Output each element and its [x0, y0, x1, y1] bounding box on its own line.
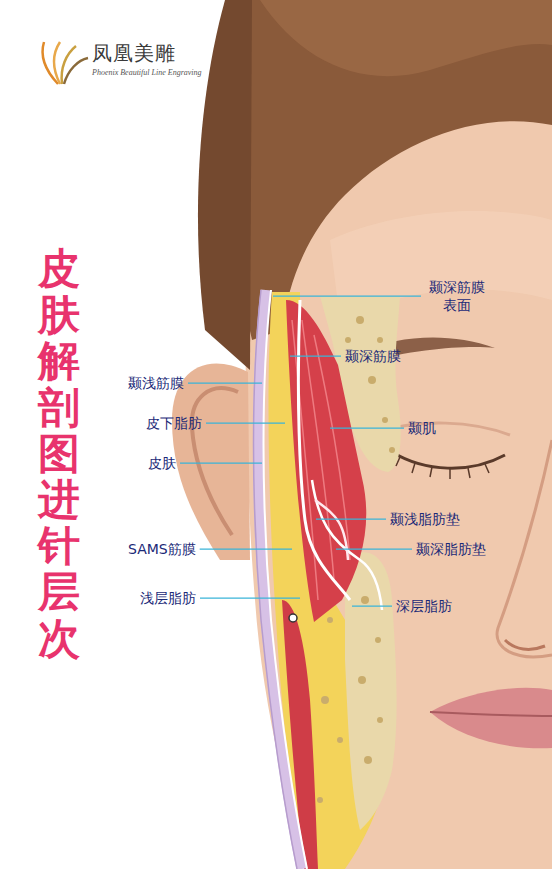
leader-line	[200, 597, 300, 598]
leader-line	[200, 548, 292, 549]
vertical-title: 皮肤解剖图进针层次	[38, 246, 80, 662]
leader-line	[206, 422, 285, 423]
part-label: 颞深筋膜	[345, 347, 401, 365]
part-label: 颞浅脂肪垫	[390, 510, 460, 528]
logo-text: Phoenix Beautiful Line Engraving	[92, 68, 202, 78]
part-label: 颞深筋膜 表面	[425, 278, 489, 314]
leader-line	[336, 548, 412, 549]
leader-line	[330, 427, 404, 428]
part-label: 颞肌	[408, 419, 436, 437]
leader-line	[188, 382, 262, 383]
leader-line	[316, 518, 386, 519]
leader-line	[290, 355, 341, 356]
logo-text: 凤凰美雕	[92, 40, 176, 66]
leader-line	[273, 296, 421, 297]
part-label: 浅层脂肪	[140, 589, 196, 607]
part-label: 皮下脂肪	[146, 414, 202, 432]
leader-line	[352, 605, 392, 606]
part-label: 颞浅筋膜	[128, 374, 184, 392]
part-label: 颞深脂肪垫	[416, 540, 486, 558]
part-label: 皮肤	[148, 454, 176, 472]
part-label: SAMS筋膜	[128, 540, 196, 558]
part-label: 深层脂肪	[396, 597, 452, 615]
leader-line	[180, 462, 262, 463]
